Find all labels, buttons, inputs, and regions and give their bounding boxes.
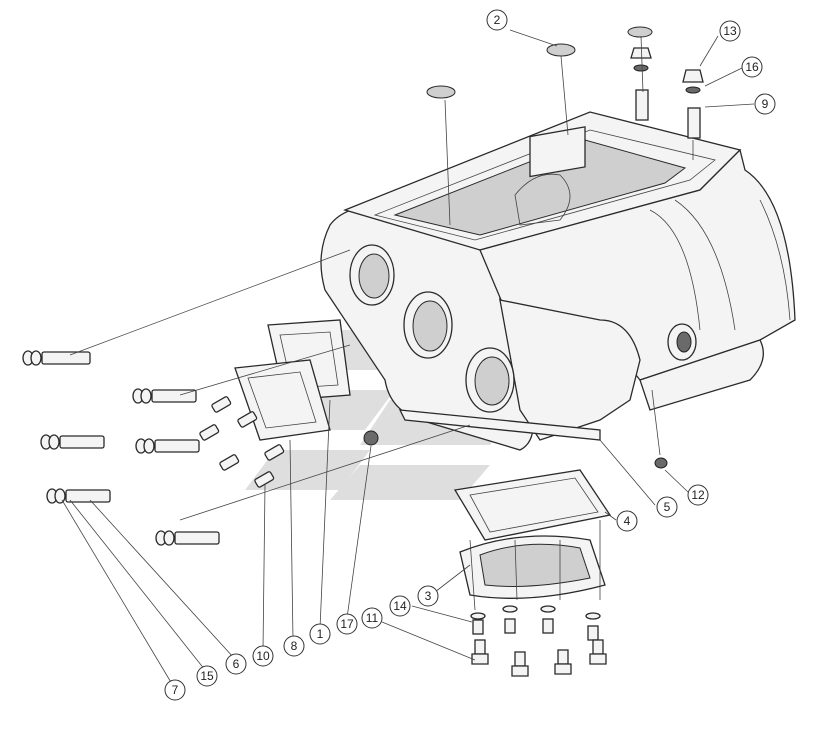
top-plugs xyxy=(426,26,704,139)
callout-6: 6 xyxy=(225,653,247,675)
callout-16: 16 xyxy=(741,56,763,78)
gearbox-housing xyxy=(320,111,796,451)
svg-text:9: 9 xyxy=(762,97,769,111)
covers-and-gaskets xyxy=(234,319,668,599)
svg-text:17: 17 xyxy=(340,617,354,631)
svg-text:5: 5 xyxy=(664,500,671,514)
svg-text:11: 11 xyxy=(366,611,379,625)
svg-text:12: 12 xyxy=(691,488,705,502)
svg-text:6: 6 xyxy=(233,657,240,671)
bolts-left xyxy=(22,350,220,546)
svg-text:14: 14 xyxy=(393,599,407,613)
callout-2: 2 xyxy=(486,9,508,31)
callout-17: 17 xyxy=(336,613,358,635)
svg-text:2: 2 xyxy=(494,13,501,27)
callout-4: 4 xyxy=(616,510,638,532)
small-bolts xyxy=(199,396,607,677)
callout-12: 12 xyxy=(687,484,709,506)
callout-8: 8 xyxy=(283,635,305,657)
callout-3: 3 xyxy=(417,585,439,607)
callout-1: 1 xyxy=(309,623,331,645)
svg-text:10: 10 xyxy=(256,649,270,663)
svg-text:16: 16 xyxy=(745,60,759,74)
callout-9: 9 xyxy=(754,93,776,115)
leader-lines xyxy=(61,29,755,685)
svg-text:8: 8 xyxy=(291,639,298,653)
callouts: 1 2 3 4 5 6 7 8 9 10 11 12 13 14 15 16 1… xyxy=(164,9,776,701)
callout-10: 10 xyxy=(252,645,274,667)
callout-15: 15 xyxy=(196,665,218,687)
callout-7: 7 xyxy=(164,679,186,701)
callout-13: 13 xyxy=(719,20,741,42)
svg-text:1: 1 xyxy=(317,627,324,641)
svg-text:13: 13 xyxy=(723,24,737,38)
callout-11: 11 xyxy=(361,607,383,629)
svg-text:15: 15 xyxy=(200,669,214,683)
callout-5: 5 xyxy=(656,496,678,518)
svg-text:3: 3 xyxy=(425,589,432,603)
svg-text:4: 4 xyxy=(624,514,631,528)
svg-text:7: 7 xyxy=(172,683,179,697)
callout-14: 14 xyxy=(389,595,411,617)
